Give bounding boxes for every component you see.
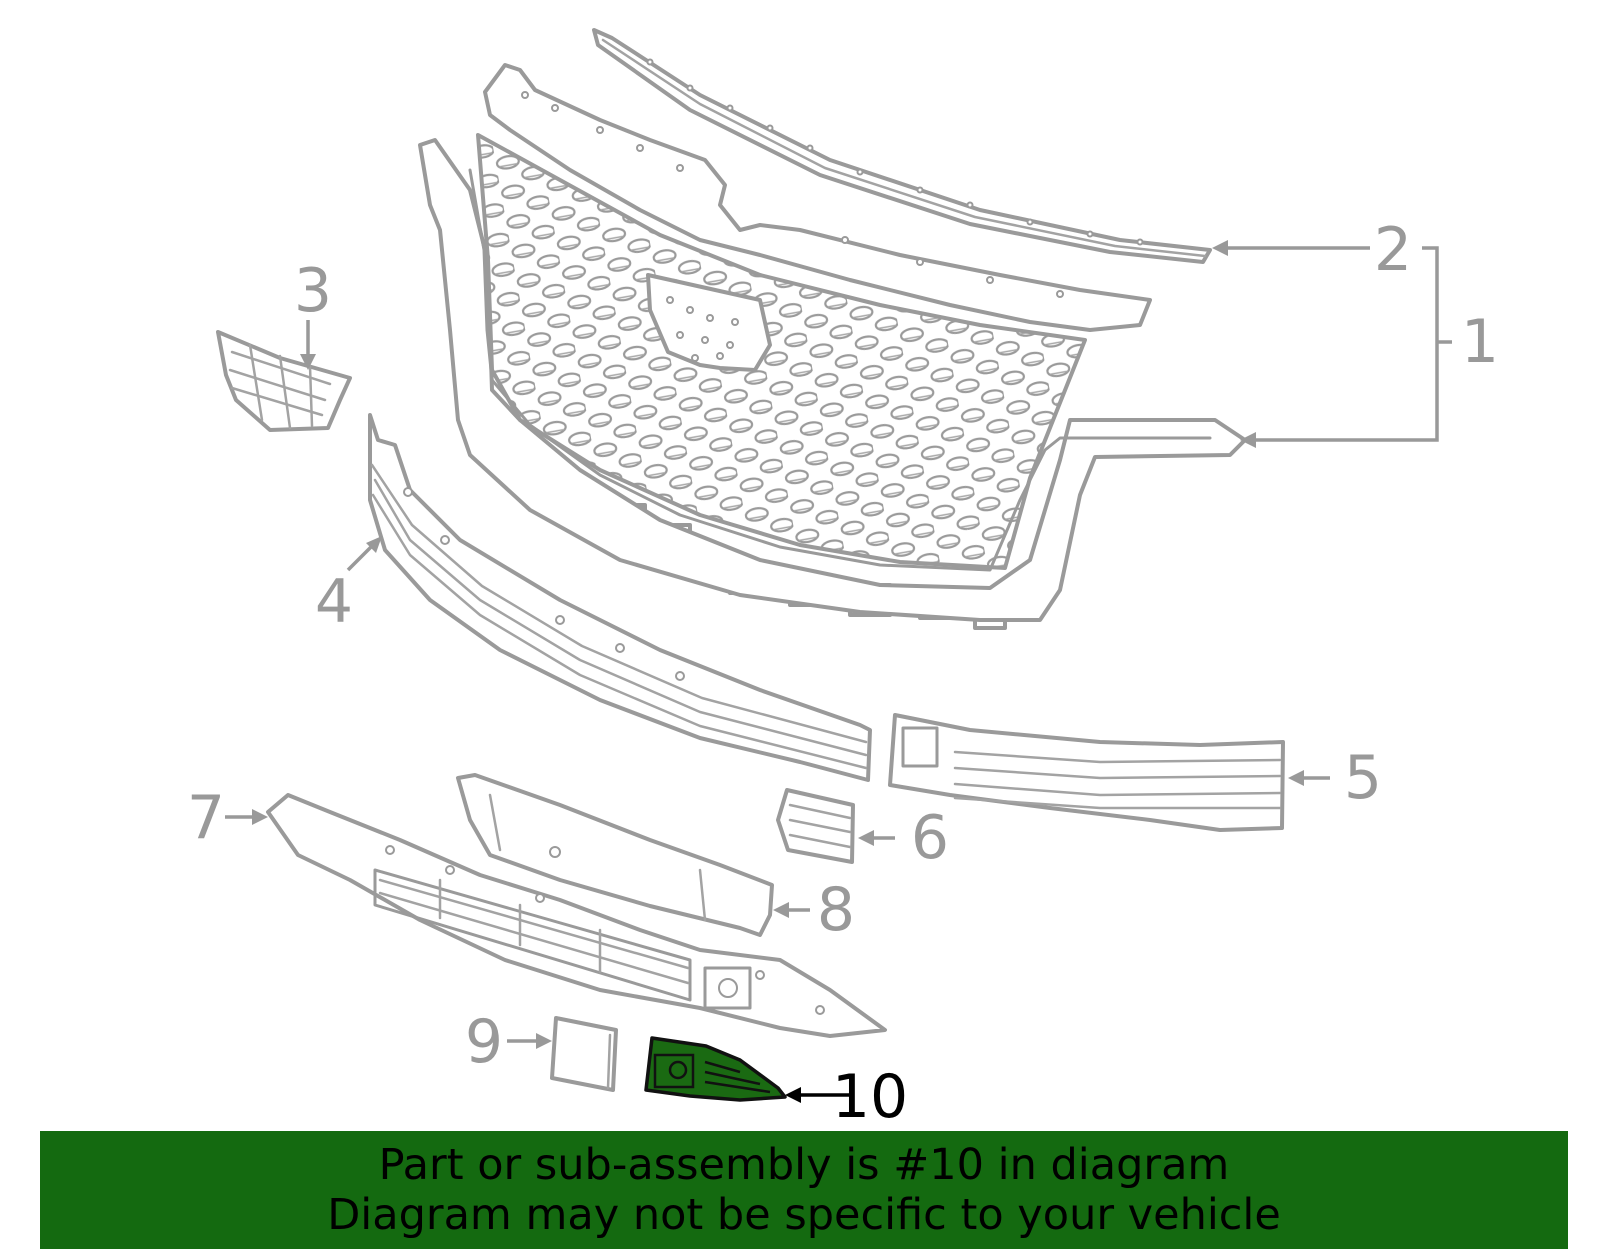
- part-3-emblem: [216, 330, 352, 432]
- callout-7: 7: [187, 783, 225, 853]
- callout-10: 10: [832, 1062, 908, 1132]
- callout-4: 4: [315, 567, 353, 637]
- part-4-lower-molding: [368, 413, 872, 782]
- part-7-lower-grille: [266, 793, 887, 1038]
- part-8-bracket: [456, 773, 774, 937]
- callout-5: 5: [1344, 743, 1382, 813]
- part-9-cover: [550, 1016, 618, 1092]
- callout-1: 1: [1461, 307, 1499, 377]
- part-6-insert: [776, 788, 855, 864]
- callout-9: 9: [465, 1007, 503, 1077]
- callout-2: 2: [1374, 215, 1412, 285]
- part-10-bracket-highlighted: [644, 1036, 787, 1102]
- banner-line-1: Part or sub-assembly is #10 in diagram: [378, 1140, 1230, 1190]
- callout-3: 3: [294, 256, 332, 326]
- part-1-grille-assembly: [418, 63, 1247, 630]
- callout-6: 6: [911, 803, 949, 873]
- banner-line-2: Diagram may not be specific to your vehi…: [327, 1190, 1281, 1240]
- part-5-right-molding: [888, 713, 1285, 832]
- info-banner: Part or sub-assembly is #10 in diagram D…: [40, 1131, 1568, 1249]
- leader-lines: [225, 240, 1452, 1103]
- callout-8: 8: [817, 875, 855, 945]
- part-2-upper-molding: [592, 28, 1212, 264]
